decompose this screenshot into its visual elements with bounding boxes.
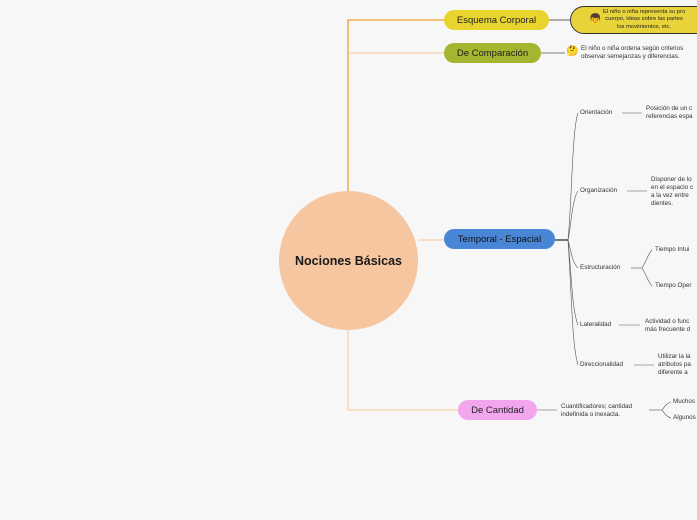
branch-temporal-espacial[interactable]: Temporal - Espacial <box>444 229 555 249</box>
desc-line: más frecuente d <box>645 326 691 333</box>
branch-de-comparacion[interactable]: De Comparación <box>444 43 541 63</box>
note-line: los movimientos, etc. <box>617 23 672 30</box>
branch-temporal-espacial-label: Temporal - Espacial <box>457 233 542 245</box>
subtopic-tiempo-intuitivo[interactable]: Tiempo Intui <box>655 246 690 253</box>
topic-direccionalidad[interactable]: Direccionalidad <box>580 361 624 368</box>
esquema-corporal-note[interactable]: 👦 El niño o niña representa su pro cuerp… <box>570 6 697 34</box>
organizacion-description[interactable]: Disponer de lo en el espacio c a la vez … <box>651 176 693 208</box>
desc-line: Posición de un c <box>646 105 693 112</box>
comparacion-note[interactable]: El niño o niña ordena según criterios ob… <box>581 45 683 61</box>
lateralidad-description[interactable]: Actividad o func más frecuente d <box>645 318 690 334</box>
topic-organizacion[interactable]: Organización <box>580 187 618 194</box>
central-topic-label: Nociones Básicas <box>295 253 402 268</box>
desc-line: indefinida o inexacta. <box>561 411 621 418</box>
central-topic[interactable]: Nociones Básicas <box>279 191 418 330</box>
desc-line: Cuantificadores; cantidad <box>561 403 633 410</box>
subtopic-tiempo-operativo[interactable]: Tiempo Oper <box>655 282 692 289</box>
desc-line: diferente a <box>658 369 688 376</box>
direccionalidad-description[interactable]: Utilizar la la atributos pa diferente a <box>658 353 691 377</box>
desc-line: Disponer de lo <box>651 176 692 183</box>
branch-esquema-corporal-label: Esquema Corporal <box>456 14 537 26</box>
person-emoji-icon: 👦 <box>589 14 602 25</box>
note-line: observar semejanzas y diferencias. <box>581 53 680 60</box>
desc-line: Actividad o func <box>645 318 690 325</box>
desc-line: en el espacio c <box>651 184 694 191</box>
note-line: El niño o niña ordena según criterios <box>581 45 684 52</box>
note-line: cuerpo, ideas sobre las partes <box>605 16 683 23</box>
thinking-emoji-icon: 🤔 <box>566 46 579 57</box>
branch-de-cantidad-label: De Cantidad <box>471 404 524 416</box>
subtopic-muchos[interactable]: Muchos <box>673 398 696 405</box>
subtopic-algunos[interactable]: Algunos <box>673 414 696 421</box>
desc-line: referencias espa <box>646 113 693 120</box>
desc-line: dientes. <box>651 200 674 207</box>
topic-lateralidad[interactable]: Lateralidad <box>580 321 612 328</box>
topic-orientacion[interactable]: Orientación <box>580 109 613 116</box>
desc-line: a la vez entre <box>651 192 689 199</box>
branch-de-comparacion-label: De Comparación <box>456 47 529 59</box>
cantidad-description[interactable]: Cuantificadores; cantidad indefinida o i… <box>561 403 632 419</box>
desc-line: atributos pa <box>658 361 691 368</box>
topic-estructuracion[interactable]: Estructuración <box>580 264 621 271</box>
note-line: El niño o niña representa su pro <box>603 8 686 15</box>
branch-de-cantidad[interactable]: De Cantidad <box>458 400 537 420</box>
orientacion-description[interactable]: Posición de un c referencias espa <box>646 105 693 121</box>
desc-line: Utilizar la la <box>658 353 691 360</box>
branch-esquema-corporal[interactable]: Esquema Corporal <box>444 10 549 30</box>
